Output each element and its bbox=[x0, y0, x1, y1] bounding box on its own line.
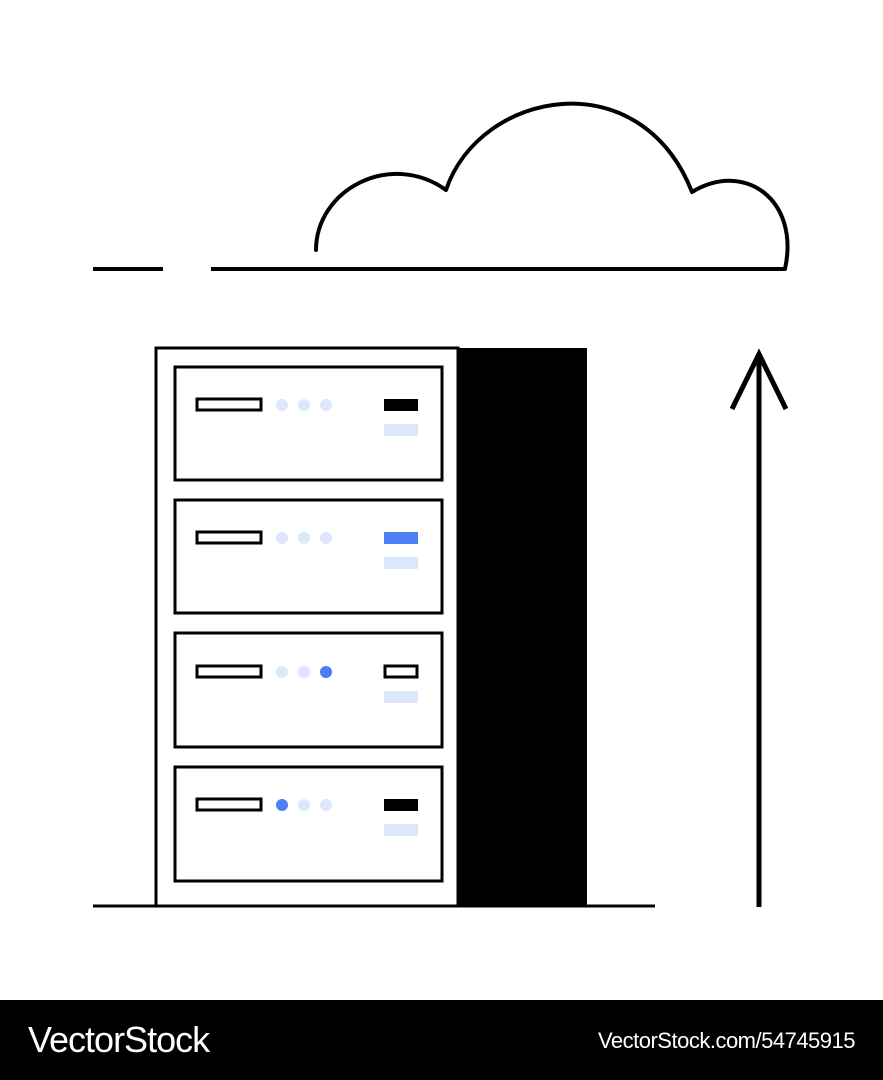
indicator-bar-light bbox=[384, 691, 418, 703]
image-id-text: VectorStock.com/54745915 bbox=[597, 1028, 856, 1053]
indicator-bar-light bbox=[384, 557, 418, 569]
server-unit-1 bbox=[173, 365, 444, 482]
status-dot bbox=[320, 532, 332, 544]
indicator-bar bbox=[384, 532, 418, 544]
drive-slot bbox=[195, 397, 263, 412]
drive-slot bbox=[195, 797, 263, 812]
server-cloud-illustration bbox=[93, 101, 790, 908]
status-dot bbox=[298, 799, 310, 811]
status-dot bbox=[276, 399, 288, 411]
server-unit-4 bbox=[173, 765, 444, 883]
status-dot bbox=[276, 799, 288, 811]
indicator-bar-light bbox=[384, 824, 418, 836]
indicator-bar bbox=[383, 664, 419, 679]
drive-slot bbox=[195, 664, 263, 679]
status-dot bbox=[320, 666, 332, 678]
indicator-bar-light bbox=[384, 424, 418, 436]
watermark-footer: VectorStock VectorStock.com/54745915 bbox=[0, 1000, 883, 1080]
indicator-bar bbox=[384, 799, 418, 811]
rack-side-panel bbox=[458, 348, 587, 906]
brand-logo-text: VectorStock bbox=[28, 1019, 210, 1060]
arrow-up-icon bbox=[729, 348, 789, 907]
drive-slot bbox=[195, 530, 263, 545]
status-dot bbox=[298, 399, 310, 411]
server-unit-3 bbox=[173, 631, 444, 749]
status-dot bbox=[320, 799, 332, 811]
status-dot bbox=[298, 532, 310, 544]
cloud-icon bbox=[314, 101, 790, 271]
status-dot bbox=[320, 399, 332, 411]
status-dot bbox=[276, 666, 288, 678]
status-dot bbox=[298, 666, 310, 678]
server-unit-2 bbox=[173, 498, 444, 615]
indicator-bar bbox=[384, 399, 418, 411]
status-dot bbox=[276, 532, 288, 544]
